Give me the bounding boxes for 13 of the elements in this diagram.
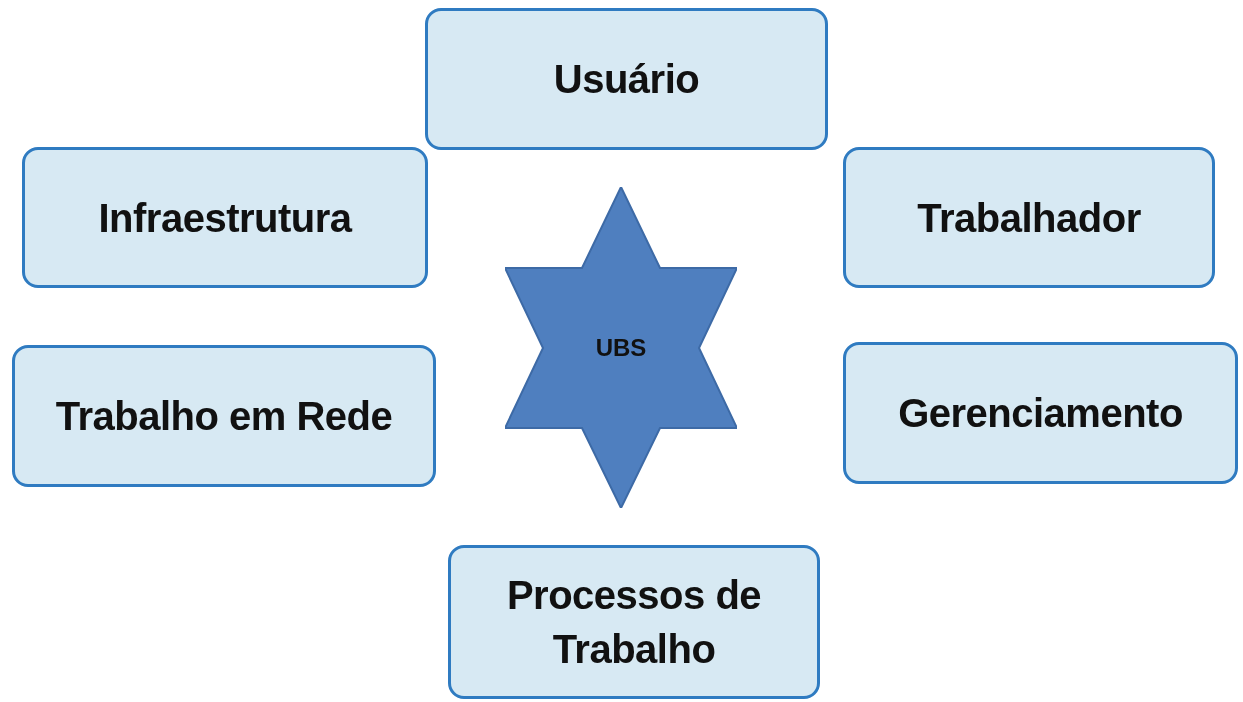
node-label: Trabalho em Rede — [55, 393, 393, 440]
node-label: Trabalhador — [917, 194, 1141, 242]
node-label: Usuário — [553, 56, 700, 103]
node-label: Processos de Trabalho — [505, 572, 763, 673]
node-label: Gerenciamento — [898, 390, 1183, 437]
category-box — [843, 342, 1238, 484]
category-box — [22, 147, 428, 288]
node-label: UBS — [594, 333, 648, 362]
node-label: Infraestrutura — [98, 194, 352, 242]
category-box — [425, 8, 828, 150]
category-box — [12, 345, 436, 487]
category-box — [448, 545, 820, 699]
category-box — [843, 147, 1215, 288]
